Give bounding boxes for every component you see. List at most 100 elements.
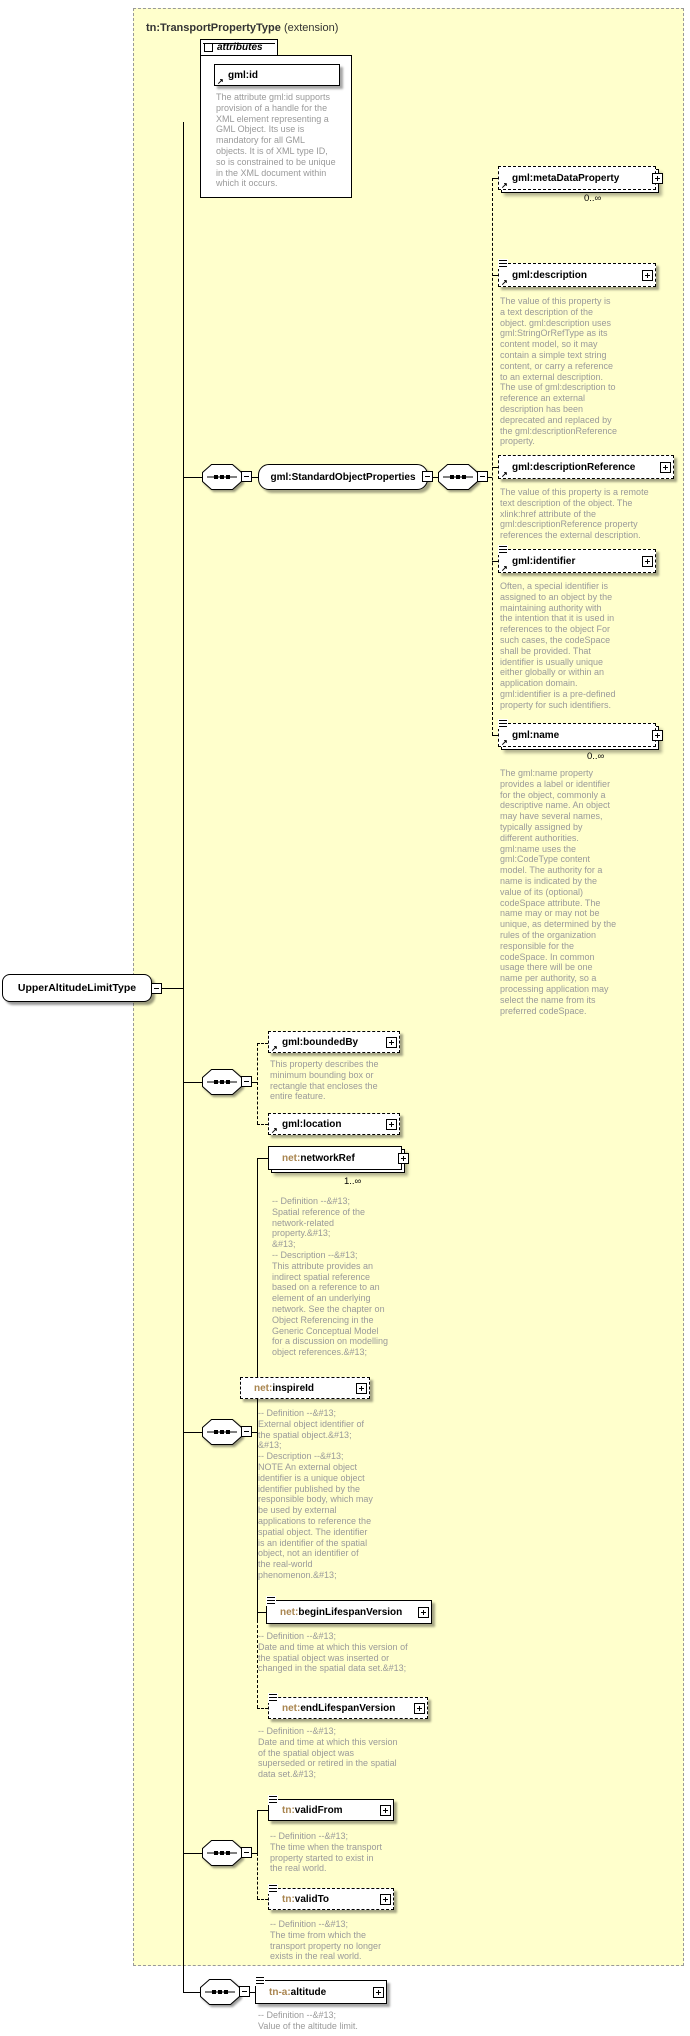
expand-icon[interactable]	[660, 461, 671, 473]
element-gml-metadataproperty[interactable]: ↗ gml:metaDataProperty	[498, 166, 663, 190]
annotation-text: -- Definition --&#13; Spatial reference …	[272, 1196, 389, 1358]
extension-type-name: tn:TransportPropertyType	[146, 22, 281, 34]
connector-line	[252, 477, 258, 478]
connector-line	[492, 178, 498, 179]
connector-line	[492, 275, 498, 276]
annotation-text: -- Definition --&#13; External object id…	[258, 1408, 373, 1580]
expand-icon[interactable]	[386, 1036, 397, 1048]
expand-icon[interactable]	[356, 1382, 367, 1394]
element-tn-validto[interactable]: tn:validTo	[268, 1884, 394, 1910]
expand-icon[interactable]	[642, 555, 653, 567]
connector-line	[257, 1810, 268, 1811]
reference-arrow-icon: ↗	[501, 181, 508, 190]
sequence-compositor[interactable]	[202, 1419, 242, 1445]
sequence-compositor[interactable]	[202, 464, 242, 490]
element-gml-name[interactable]: ↗ gml:name	[498, 719, 663, 747]
connector-line	[257, 1612, 266, 1613]
annotation-text: The attribute gml:id supports provision …	[216, 92, 336, 189]
expand-icon[interactable]	[414, 1702, 425, 1714]
expand-icon[interactable]	[642, 269, 653, 281]
element-name: inspireId	[272, 1382, 315, 1394]
annotation-icon	[498, 719, 508, 729]
attributes-tab[interactable]: attributes	[200, 39, 278, 56]
annotation-icon	[268, 1795, 278, 1805]
element-name: altitude	[290, 1986, 327, 1998]
connector-line	[162, 988, 183, 989]
collapse-icon[interactable]	[239, 1986, 250, 1997]
element-prefix: net:	[254, 1382, 273, 1394]
element-gml-location[interactable]: ↗ gml:location	[268, 1113, 400, 1135]
cardinality-label: 0..∞	[587, 751, 605, 762]
sequence-compositor[interactable]	[202, 1069, 242, 1095]
element-net-beginlifespanversion[interactable]: net:beginLifespanVersion	[266, 1596, 432, 1624]
element-prefix: gml:	[282, 1118, 304, 1130]
connector-line	[257, 1899, 268, 1900]
extension-container	[133, 8, 684, 1966]
annotation-text: -- Definition --&#13; The time from whic…	[270, 1919, 382, 1962]
collapse-icon[interactable]	[241, 471, 252, 482]
element-tn-validfrom[interactable]: tn:validFrom	[268, 1795, 394, 1821]
sequence-compositor[interactable]	[200, 1979, 240, 2005]
annotation-icon	[266, 1596, 276, 1606]
element-name: networkRef	[300, 1152, 355, 1164]
element-prefix: gml:	[512, 555, 534, 567]
element-name: name	[533, 729, 560, 741]
reference-arrow-icon: ↗	[501, 278, 508, 287]
element-name: StandardObjectProperties	[291, 471, 416, 483]
expand-icon[interactable]	[373, 1986, 384, 1998]
connector-line	[257, 1124, 268, 1125]
collapse-icon[interactable]	[241, 1076, 252, 1087]
element-prefix: gml:	[512, 461, 534, 473]
connector-line	[183, 477, 202, 478]
element-prefix: net:	[282, 1152, 301, 1164]
annotation-icon	[498, 259, 508, 269]
element-prefix: net:	[282, 1702, 301, 1714]
root-element-upperaltitudelimittype[interactable]: UpperAltitudeLimitType	[2, 974, 152, 1002]
annotation-text: This property describes the minimum boun…	[270, 1059, 379, 1102]
element-prefix: tn-a:	[269, 1986, 291, 1998]
reference-arrow-icon: ↗	[501, 738, 508, 747]
element-net-inspireid[interactable]: net:inspireId	[240, 1377, 370, 1399]
expand-icon[interactable]	[418, 1606, 429, 1618]
collapse-icon[interactable]	[151, 983, 162, 994]
collapse-icon[interactable]	[204, 43, 213, 52]
expand-icon[interactable]	[380, 1893, 391, 1905]
element-gml-descriptionreference[interactable]: ↗ gml:descriptionReference	[498, 455, 674, 479]
connector-line	[183, 1082, 202, 1083]
annotation-text: Often, a special identifier is assigned …	[500, 581, 616, 710]
extension-kind: (extension)	[283, 22, 339, 34]
element-gml-boundedby[interactable]: ↗ gml:boundedBy	[268, 1031, 400, 1053]
expand-icon[interactable]	[652, 729, 663, 741]
sequence-compositor[interactable]	[438, 464, 478, 490]
sequence-compositor[interactable]	[202, 1840, 242, 1866]
expand-icon[interactable]	[386, 1118, 397, 1130]
expand-icon[interactable]	[380, 1804, 391, 1816]
collapse-icon[interactable]	[241, 1426, 252, 1437]
reference-arrow-icon: ↗	[271, 1044, 278, 1053]
annotation-text: -- Definition --&#13; Date and time at w…	[258, 1726, 398, 1780]
element-gml-identifier[interactable]: ↗ gml:identifier	[498, 545, 656, 573]
expand-icon[interactable]	[652, 172, 663, 184]
attribute-gml-id[interactable]: ↗ gml:id	[214, 64, 340, 86]
element-name: location	[303, 1118, 342, 1130]
annotation-text: The value of this property is a text des…	[500, 296, 618, 447]
element-name: validFrom	[294, 1804, 343, 1816]
element-net-endlifespanversion[interactable]: net:endLifespanVersion	[268, 1693, 428, 1719]
element-prefix: net:	[280, 1606, 299, 1618]
collapse-icon[interactable]	[477, 471, 488, 482]
connector-line	[492, 735, 498, 736]
connector-line	[183, 1432, 202, 1433]
expand-icon[interactable]	[398, 1152, 409, 1164]
annotation-text: The gml:name property provides a label o…	[500, 768, 617, 1016]
element-gml-standardobjectproperties[interactable]: gml:StandardObjectProperties	[258, 464, 428, 490]
connector-line	[492, 467, 498, 468]
element-name: identifier	[533, 555, 576, 567]
element-net-networkref[interactable]: net:networkRef	[268, 1146, 409, 1170]
collapse-icon[interactable]	[241, 1847, 252, 1858]
element-tn-a-altitude[interactable]: tn-a:altitude	[255, 1976, 387, 2004]
connector-line	[492, 178, 493, 735]
collapse-icon[interactable]	[422, 471, 433, 482]
element-gml-description[interactable]: ↗ gml:description	[498, 259, 656, 287]
element-prefix: tn:	[282, 1804, 295, 1816]
